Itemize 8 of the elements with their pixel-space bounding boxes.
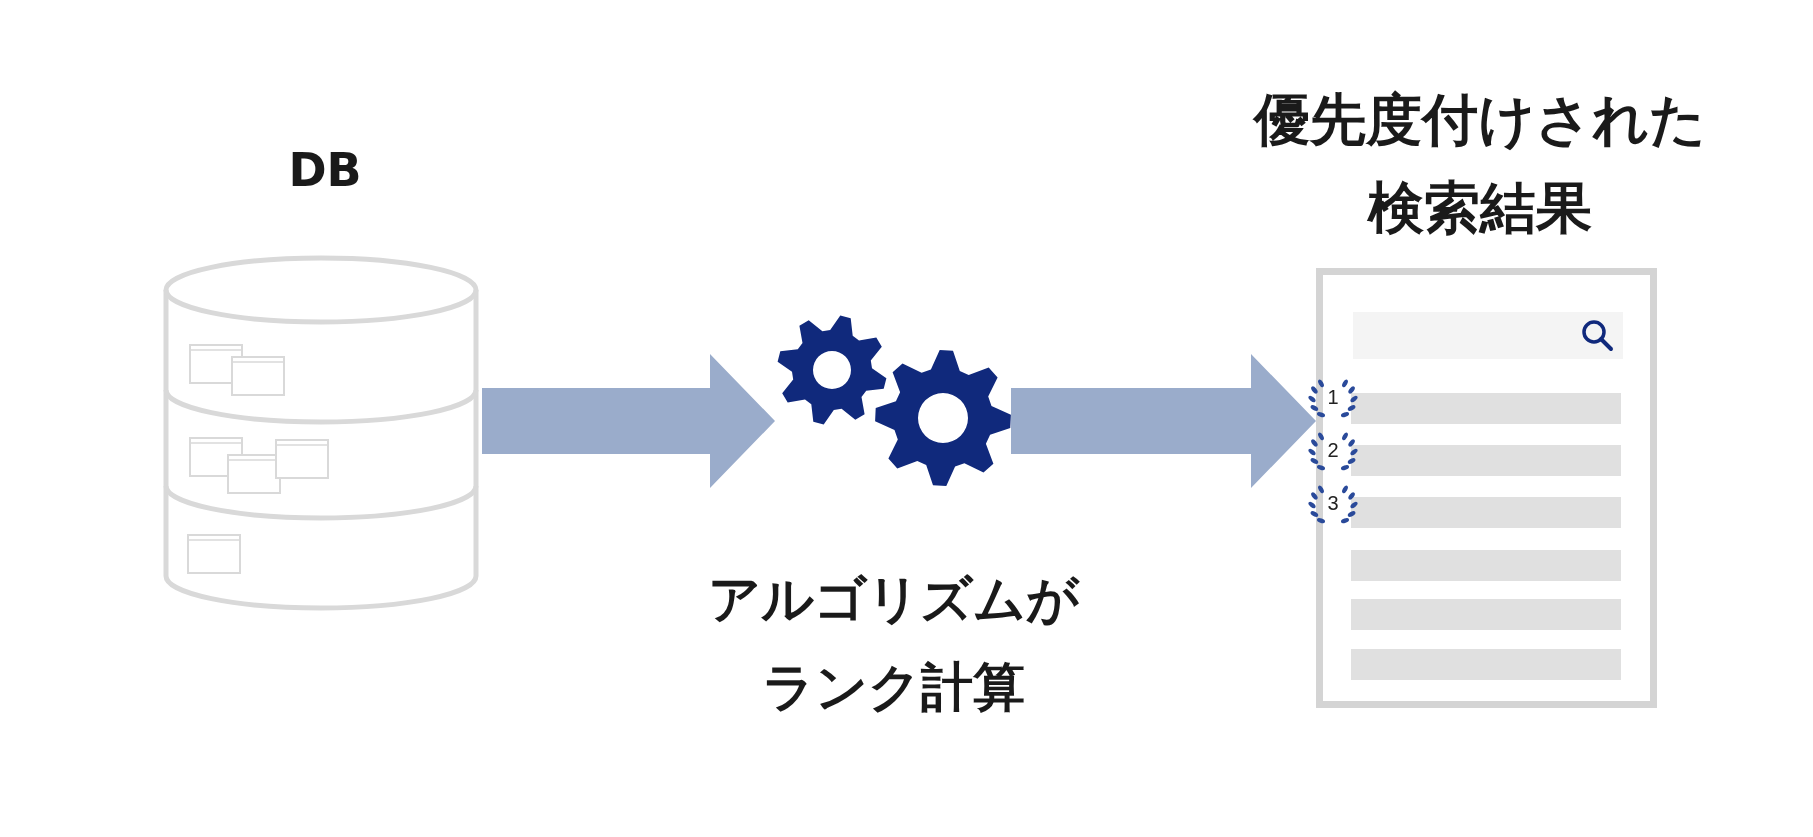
node-caption: アルゴリズムがランク計算 [706, 568, 1081, 719]
rank-number: 2 [1326, 438, 1340, 462]
rank-number: 1 [1326, 385, 1340, 409]
rank-number: 3 [1326, 491, 1340, 515]
block-arrow [1011, 354, 1316, 488]
block-arrow [482, 354, 775, 488]
node-title: DB [287, 142, 363, 199]
node-title: 優先度付けされた検索結果 [1251, 86, 1707, 242]
